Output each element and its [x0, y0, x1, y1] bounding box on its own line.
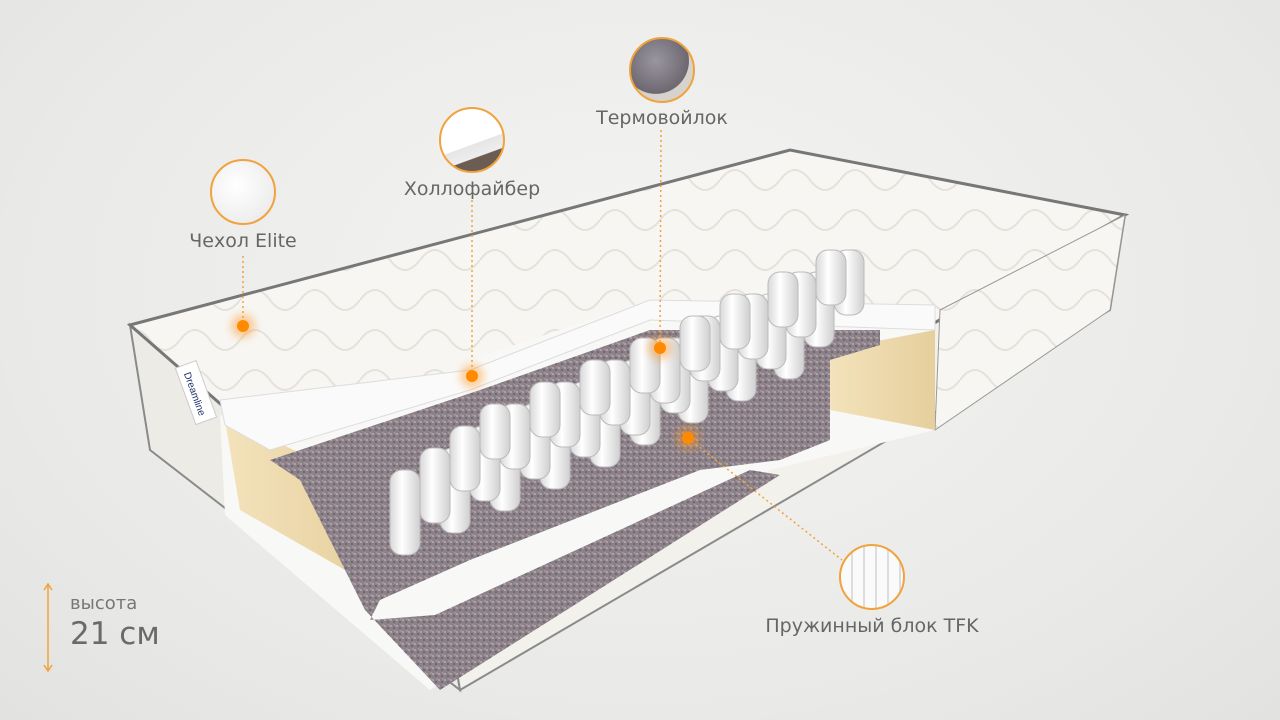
hollofiber-thumbnail: [439, 107, 505, 173]
height-value: 21 см: [70, 616, 160, 652]
hotspot-hollofiber[interactable]: [466, 370, 478, 382]
felt-layer: [270, 330, 880, 690]
mattress-right-end: [934, 214, 1126, 431]
pocket-spring: [419, 447, 451, 524]
cover-thumbnail: [210, 159, 276, 225]
foam-right: [830, 330, 935, 430]
height-arrow-icon: [43, 582, 53, 673]
leader-lines: [242, 129, 843, 561]
pocket-spring: [815, 249, 847, 306]
label-felt: Термовойлок: [596, 107, 728, 129]
hotspot-cover[interactable]: [237, 320, 249, 332]
spring-block: [389, 249, 865, 556]
pocket-spring: [579, 359, 611, 416]
pocket-spring: [479, 403, 511, 460]
label-cover: Чехол Elite: [189, 230, 297, 252]
label-springs: Пружинный блок TFK: [765, 615, 979, 637]
label-hollofiber: Холлофайбер: [403, 178, 541, 200]
pocket-spring: [679, 315, 711, 372]
hotspot-springs[interactable]: [682, 432, 694, 444]
pocket-spring: [449, 425, 481, 492]
felt-thumbnail: [629, 37, 695, 103]
pocket-spring: [719, 293, 751, 350]
dreamline-logo: Dreamline: [174, 360, 218, 426]
height-label: высота: [70, 593, 138, 614]
pocket-spring: [767, 271, 799, 328]
pocket-spring: [529, 381, 561, 438]
pocket-spring: [629, 337, 661, 394]
hotspot-felt[interactable]: [654, 342, 666, 354]
springs-thumbnail: [839, 544, 905, 610]
pocket-spring: [389, 469, 421, 556]
